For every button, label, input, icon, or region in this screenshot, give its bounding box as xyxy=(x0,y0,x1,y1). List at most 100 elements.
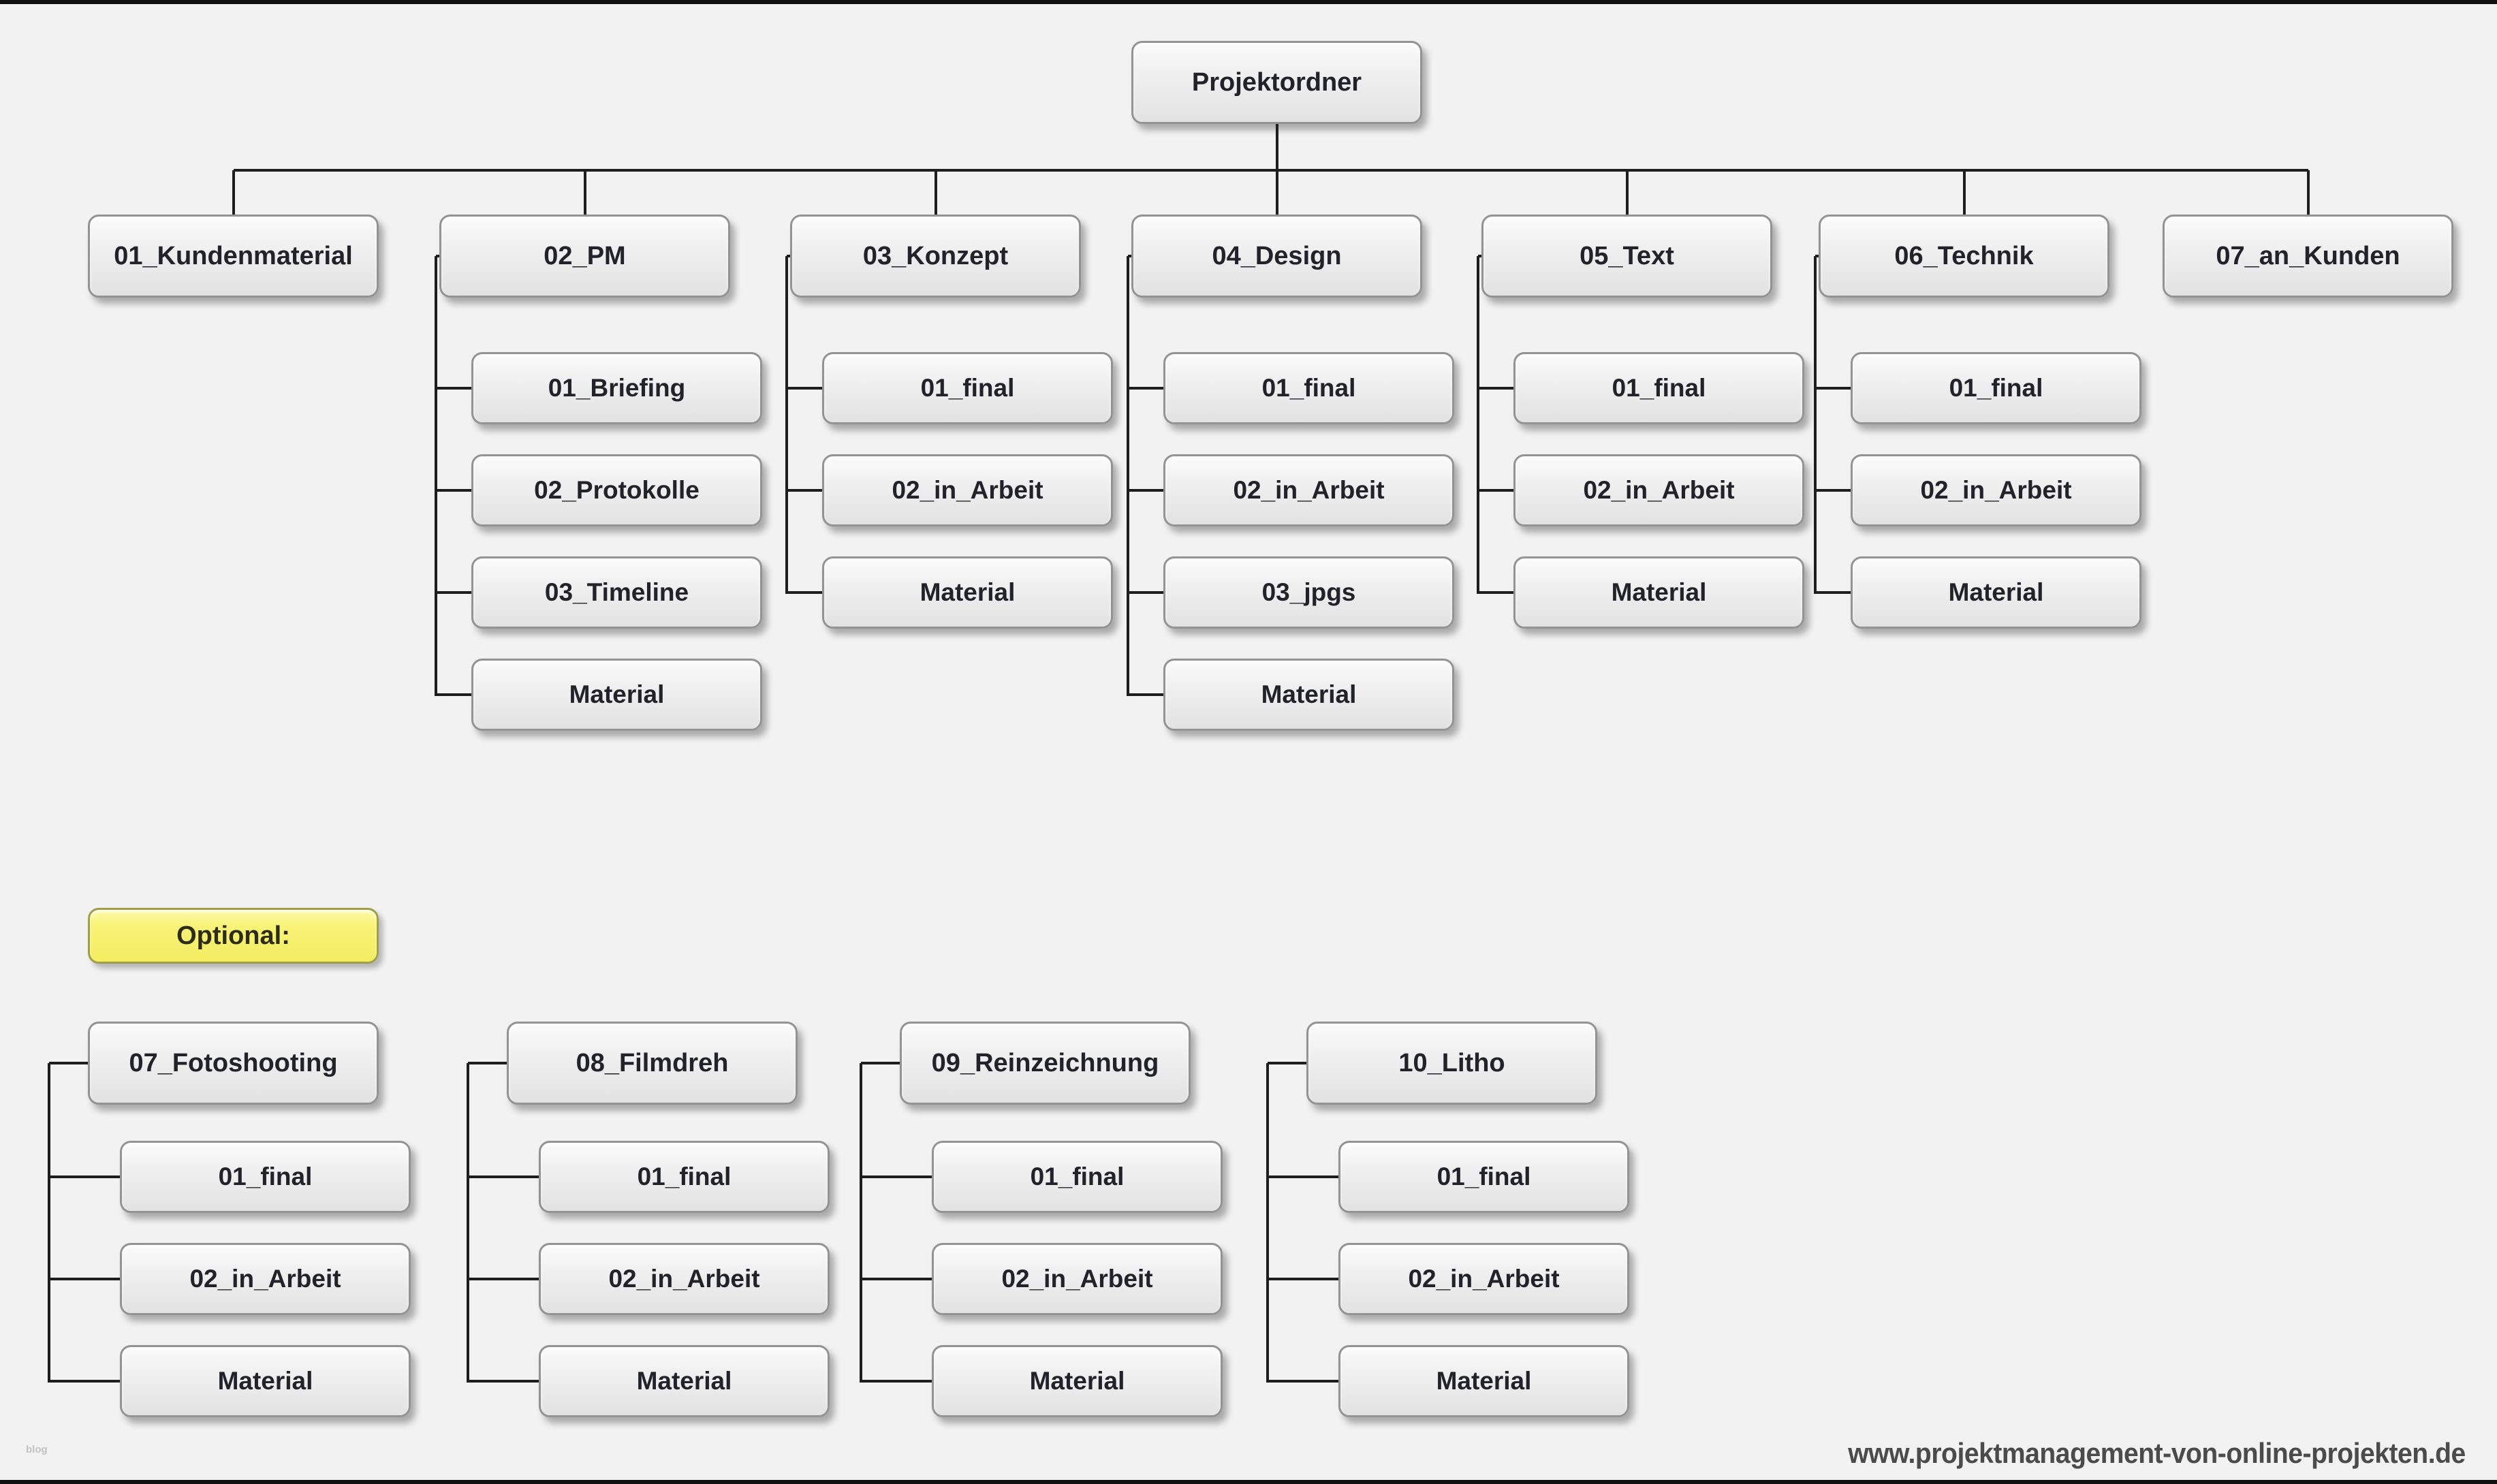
connector-line xyxy=(1477,591,1513,594)
tree-node-01-kundenmaterial: 01_Kundenmaterial xyxy=(88,215,379,298)
tree-node-root: Projektordner xyxy=(1131,41,1422,124)
connector-line xyxy=(1478,255,1481,257)
connector-line xyxy=(583,170,586,215)
connector-line xyxy=(467,1278,539,1280)
blog-watermark: blog xyxy=(26,1444,48,1455)
tree-node-09-reinzeichnung-02-in-arbeit: 02_in_Arbeit xyxy=(932,1243,1223,1315)
connector-line xyxy=(49,1062,88,1064)
connector-line xyxy=(48,1175,120,1178)
connector-line xyxy=(1127,693,1163,696)
connector-line xyxy=(468,1062,507,1064)
tree-node-05-text-02-in-arbeit: 02_in_Arbeit xyxy=(1513,454,1804,526)
connector-line xyxy=(435,256,437,695)
tree-node-09-reinzeichnung: 09_Reinzeichnung xyxy=(900,1022,1191,1105)
connector-line xyxy=(467,1063,469,1381)
connector-line xyxy=(1127,387,1163,390)
connector-line xyxy=(2306,170,2310,215)
tree-node-03-konzept-material: Material xyxy=(822,556,1113,629)
tree-node-10-litho: 10_Litho xyxy=(1306,1022,1597,1105)
connector-line xyxy=(1815,255,1819,257)
connector-line xyxy=(1127,591,1163,594)
tree-node-03-konzept: 03_Konzept xyxy=(790,215,1081,298)
connector-line xyxy=(785,256,788,593)
connector-line xyxy=(1268,1062,1306,1064)
connector-line xyxy=(1477,387,1513,390)
connector-line xyxy=(435,387,471,390)
tree-node-08-filmdreh: 08_Filmdreh xyxy=(507,1022,798,1105)
tree-node-05-text: 05_Text xyxy=(1481,215,1772,298)
connector-line xyxy=(1275,124,1278,170)
connector-line xyxy=(233,169,2308,172)
connector-line xyxy=(436,255,439,257)
tree-node-08-filmdreh-material: Material xyxy=(539,1345,830,1417)
tree-node-09-reinzeichnung-material: Material xyxy=(932,1345,1223,1417)
tree-node-10-litho-02-in-arbeit: 02_in_Arbeit xyxy=(1338,1243,1629,1315)
tree-node-02-pm: 02_PM xyxy=(439,215,730,298)
connector-line xyxy=(860,1278,932,1280)
connector-line xyxy=(1266,1175,1338,1178)
tree-node-06-technik-02-in-arbeit: 02_in_Arbeit xyxy=(1851,454,2141,526)
connector-line xyxy=(934,170,937,215)
connector-line xyxy=(48,1278,120,1280)
connector-line xyxy=(785,489,822,492)
connector-line xyxy=(435,489,471,492)
connector-line xyxy=(48,1063,50,1381)
connector-line xyxy=(1477,256,1479,593)
tree-node-03-konzept-01-final: 01_final xyxy=(822,352,1113,424)
tree-node-07-fotoshooting-02-in-arbeit: 02_in_Arbeit xyxy=(120,1243,411,1315)
tree-node-07-fotoshooting-material: Material xyxy=(120,1345,411,1417)
tree-node-02-pm-02-protokolle: 02_Protokolle xyxy=(471,454,762,526)
connector-line xyxy=(435,591,471,594)
connector-line xyxy=(860,1175,932,1178)
tree-node-10-litho-01-final: 01_final xyxy=(1338,1141,1629,1213)
tree-node-07-fotoshooting: 07_Fotoshooting xyxy=(88,1022,379,1105)
connector-line xyxy=(467,1380,539,1383)
connector-line xyxy=(435,693,471,696)
connector-line xyxy=(785,387,822,390)
bottom-edge-bar xyxy=(0,1480,2497,1484)
tree-node-09-reinzeichnung-01-final: 01_final xyxy=(932,1141,1223,1213)
tree-node-02-pm-material: Material xyxy=(471,659,762,731)
tree-node-02-pm-01-briefing: 01_Briefing xyxy=(471,352,762,424)
tree-node-08-filmdreh-01-final: 01_final xyxy=(539,1141,830,1213)
tree-node-04-design-material: Material xyxy=(1163,659,1454,731)
tree-node-05-text-material: Material xyxy=(1513,556,1804,629)
connector-line xyxy=(1127,256,1129,695)
connector-line xyxy=(1127,489,1163,492)
connector-line xyxy=(860,1063,862,1381)
connector-line xyxy=(860,1380,932,1383)
tree-node-04-design-02-in-arbeit: 02_in_Arbeit xyxy=(1163,454,1454,526)
footer-url: www.projektmanagement-von-online-projekt… xyxy=(1848,1437,2466,1469)
connector-line xyxy=(785,591,822,594)
tree-node-04-design: 04_Design xyxy=(1131,215,1422,298)
tree-node-08-filmdreh-02-in-arbeit: 02_in_Arbeit xyxy=(539,1243,830,1315)
tree-node-06-technik-01-final: 01_final xyxy=(1851,352,2141,424)
optional-label-box: Optional: xyxy=(88,908,379,964)
connector-line xyxy=(1814,489,1851,492)
tree-node-07-fotoshooting-01-final: 01_final xyxy=(120,1141,411,1213)
connector-line xyxy=(861,1062,900,1064)
connector-line xyxy=(1625,170,1629,215)
connector-line xyxy=(1962,170,1966,215)
connector-line xyxy=(1814,256,1817,593)
tree-node-04-design-03-jpgs: 03_jpgs xyxy=(1163,556,1454,629)
connector-line xyxy=(787,255,790,257)
tree-node-04-design-01-final: 01_final xyxy=(1163,352,1454,424)
connector-line xyxy=(1814,387,1851,390)
connector-line xyxy=(1266,1063,1269,1381)
connector-line xyxy=(1266,1278,1338,1280)
connector-line xyxy=(1477,489,1513,492)
tree-node-03-konzept-02-in-arbeit: 02_in_Arbeit xyxy=(822,454,1113,526)
connector-line xyxy=(1814,591,1851,594)
connector-line xyxy=(1266,1380,1338,1383)
connector-line xyxy=(232,170,235,215)
connector-line xyxy=(467,1175,539,1178)
top-edge-bar xyxy=(0,0,2497,4)
tree-node-07-an-kunden: 07_an_Kunden xyxy=(2163,215,2453,298)
tree-node-05-text-01-final: 01_final xyxy=(1513,352,1804,424)
tree-node-06-technik-material: Material xyxy=(1851,556,2141,629)
connector-line xyxy=(1275,170,1278,215)
connector-line xyxy=(48,1380,120,1383)
tree-node-02-pm-03-timeline: 03_Timeline xyxy=(471,556,762,629)
